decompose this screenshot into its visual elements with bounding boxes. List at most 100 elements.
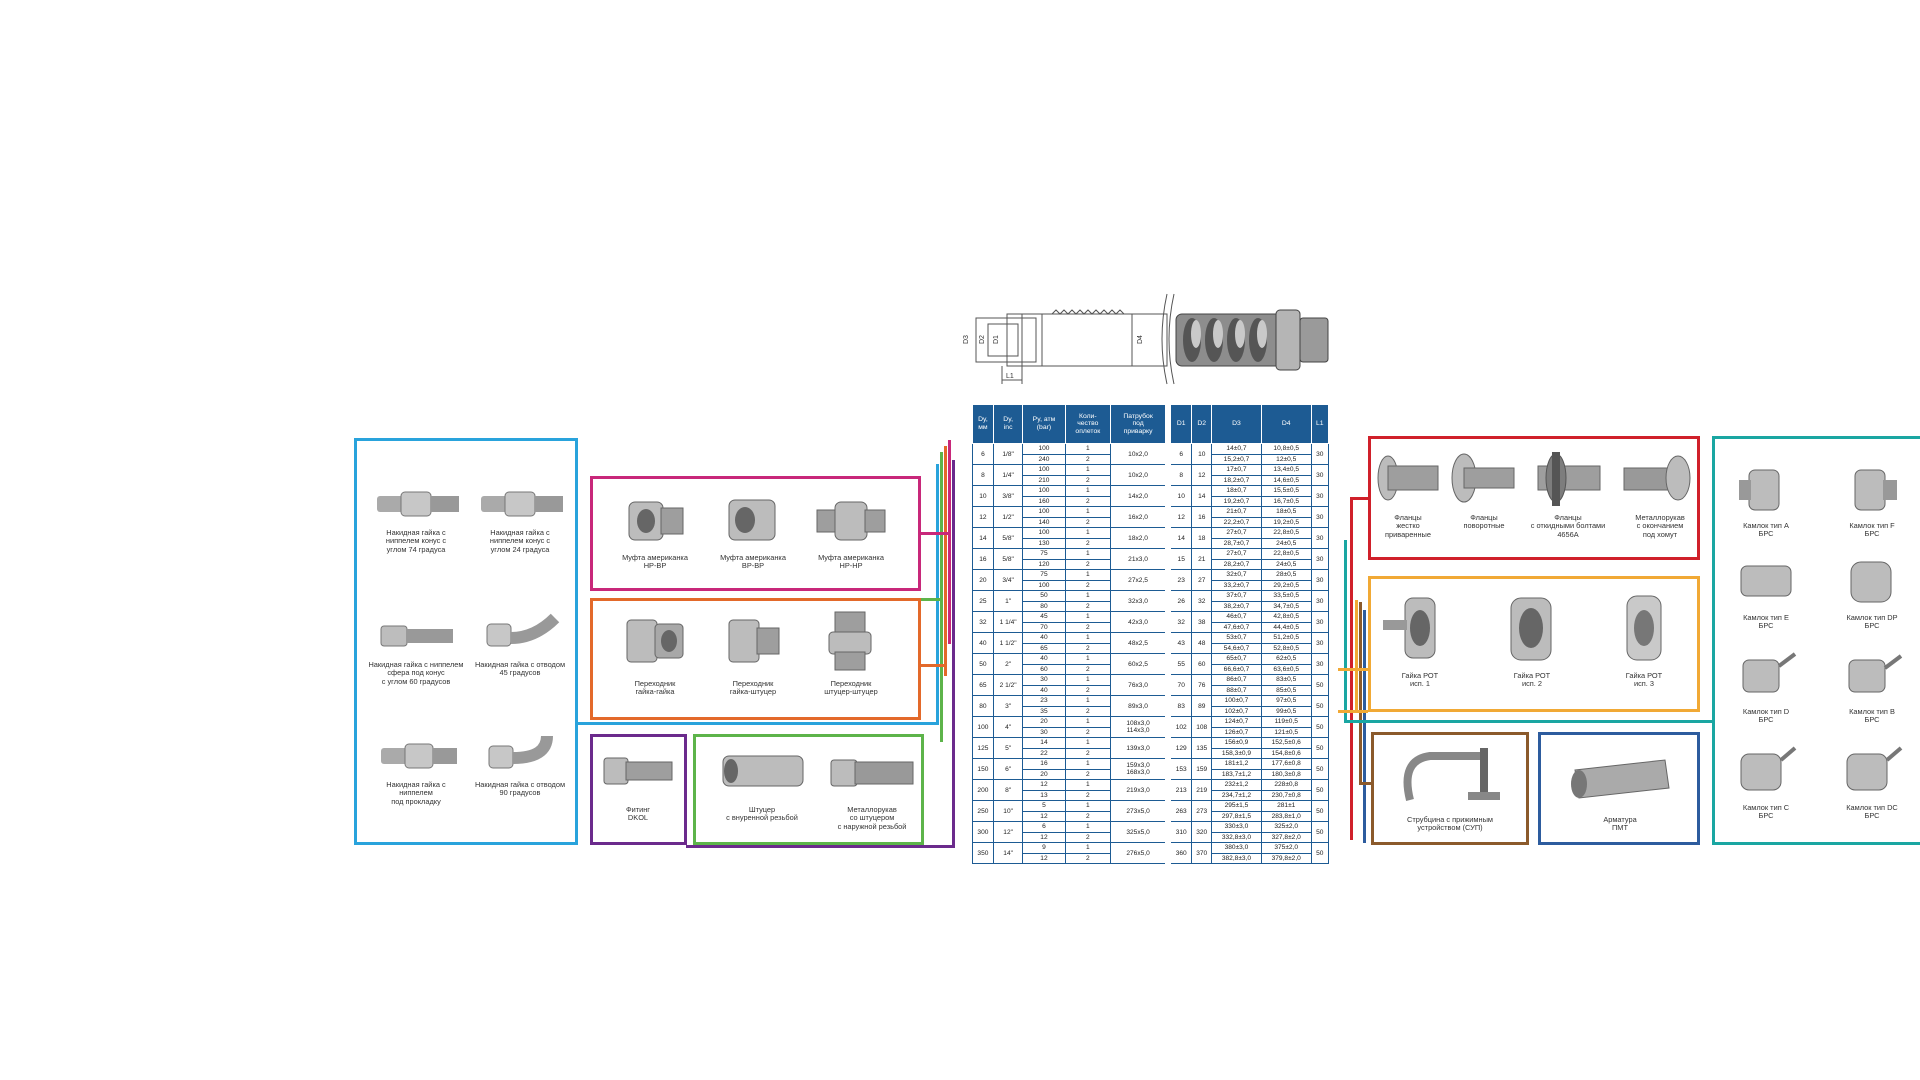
rot-nut-icon (1510, 597, 1552, 661)
table-cell: 4" (992, 716, 1024, 738)
header-cell: D2 (1191, 404, 1213, 444)
table-cell: 30 (1310, 548, 1330, 570)
table-cell: 42x3,0 (1110, 611, 1169, 633)
box-flanges (1368, 436, 1700, 560)
table-cell: 273 (1191, 800, 1213, 822)
table-cell: 300 (972, 821, 994, 843)
table-cell: 23 (1165, 569, 1193, 591)
table-cell: 16x2,0 (1110, 506, 1169, 528)
table-cell: 10 (972, 485, 994, 507)
table-cell: 27 (1191, 569, 1213, 591)
connector-purple (952, 460, 955, 845)
table-cell: 76x3,0 (1110, 674, 1169, 696)
table-cell: 12 (1191, 464, 1213, 486)
table-cell: 213 (1165, 779, 1193, 801)
connector-pink-h (921, 532, 951, 535)
header-cell: D1 (1165, 404, 1193, 444)
header-cell: Dy, inc (992, 404, 1024, 444)
table-cell: 50 (1310, 716, 1330, 738)
table-cell: 10x2,0 (1110, 464, 1169, 486)
table-cell: 32 (1165, 611, 1193, 633)
table-cell: 159 (1191, 758, 1213, 780)
clamp-icon (1403, 748, 1500, 801)
table-cell: 60x2,5 (1110, 653, 1169, 675)
table-cell: 159x3,0 168x3,0 (1110, 758, 1169, 780)
table-cell: 50 (1310, 737, 1330, 759)
table-cell: 350 (972, 842, 994, 864)
table-cell: 15 (1165, 548, 1193, 570)
table-cell: 1 1/4" (992, 611, 1024, 633)
nut-nipple-icon (380, 625, 453, 647)
table-cell: 5" (992, 737, 1024, 759)
table-cell: 320 (1191, 821, 1213, 843)
table-cell: 8 (1165, 464, 1193, 486)
table-cell: 5/8" (992, 527, 1024, 549)
table-cell: 1/8" (992, 443, 1024, 465)
nut-nipple-icon (381, 743, 457, 769)
table-cell: 273x5,0 (1110, 800, 1169, 822)
table-cell: 38 (1191, 611, 1213, 633)
table-cell: 150 (972, 758, 994, 780)
